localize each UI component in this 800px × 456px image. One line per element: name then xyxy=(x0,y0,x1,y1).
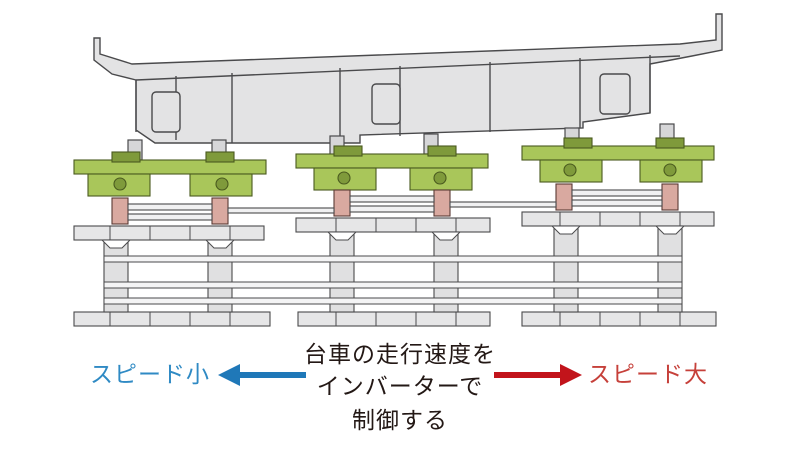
block-platforms xyxy=(73,211,717,327)
post-caps xyxy=(100,225,686,249)
jacks xyxy=(111,183,679,225)
speed-high-label: スピード大 xyxy=(588,362,708,388)
bogie-right xyxy=(521,137,715,183)
arrow-right xyxy=(494,364,582,386)
tie-rods xyxy=(127,189,663,221)
speed-low-label: スピード小 xyxy=(90,362,210,388)
caption-line-3: 制御する xyxy=(352,408,448,434)
caption-line-2: インバーターで xyxy=(316,374,484,400)
bridge-girder xyxy=(93,13,723,144)
horizontal-rails xyxy=(103,255,683,305)
caption-line-1: 台車の走行速度を xyxy=(304,342,496,368)
bogie-left xyxy=(73,151,267,197)
block-joints xyxy=(109,212,681,326)
bogie-center xyxy=(295,145,489,191)
arrow-left xyxy=(218,364,306,386)
